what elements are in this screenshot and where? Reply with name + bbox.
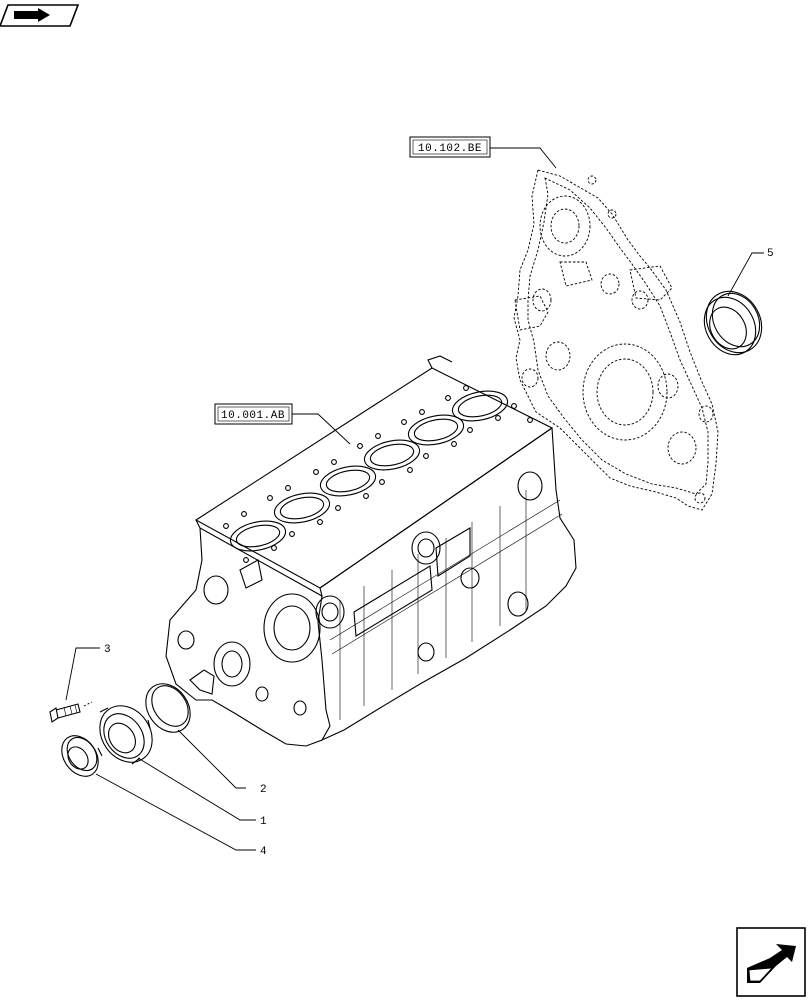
callout-number-3: 3 bbox=[104, 644, 111, 656]
seal-ring-item-5 bbox=[703, 290, 763, 356]
leader-item-3 bbox=[65, 647, 100, 701]
engine-block bbox=[165, 355, 577, 747]
reference-label-timing-cover: 10.102.BE bbox=[418, 143, 482, 155]
dashed-leader-bolt bbox=[83, 701, 93, 707]
callout-number-4: 4 bbox=[260, 846, 267, 858]
reference-box-timing-cover[interactable]: 10.102.BE bbox=[409, 136, 491, 158]
reference-label-engine-block: 10.001.AB bbox=[221, 410, 285, 422]
reference-box-engine-block[interactable]: 10.001.AB bbox=[214, 403, 293, 425]
callout-number-2: 2 bbox=[260, 784, 267, 796]
leader-item-5 bbox=[727, 252, 764, 297]
seal-item-4 bbox=[61, 735, 99, 777]
leader-item-1 bbox=[137, 757, 256, 821]
leader-item-2 bbox=[177, 729, 246, 789]
previous-page-arrow-icon[interactable] bbox=[0, 4, 80, 27]
callout-number-1: 1 bbox=[260, 816, 267, 828]
bolt-item-3 bbox=[49, 703, 81, 723]
gasket-item-2 bbox=[145, 683, 191, 733]
timing-cover bbox=[513, 169, 719, 511]
next-page-arrow-icon[interactable] bbox=[736, 927, 806, 997]
front-cover-item-1 bbox=[97, 705, 153, 765]
callout-number-5: 5 bbox=[767, 248, 774, 260]
leader-item-4 bbox=[95, 773, 256, 851]
leader-timing-cover bbox=[490, 147, 557, 169]
leader-engine-block bbox=[292, 413, 351, 445]
